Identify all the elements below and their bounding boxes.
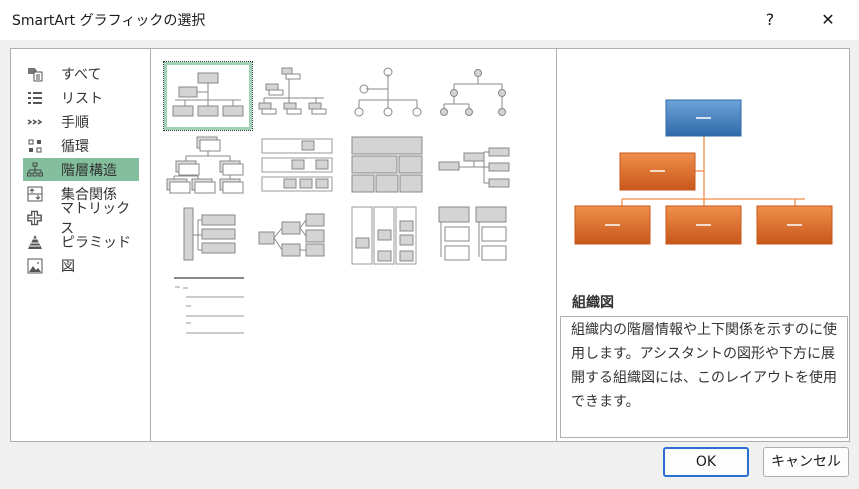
layout-half-circle-org-chart[interactable] bbox=[344, 62, 432, 130]
layout-organization-chart[interactable] bbox=[163, 61, 253, 131]
layout-table-list[interactable] bbox=[164, 272, 252, 340]
hierarchy-list-thumbnail bbox=[438, 206, 507, 261]
layout-title: 組織図 bbox=[572, 295, 614, 311]
preview-image bbox=[574, 99, 833, 245]
category-cycle[interactable]: 循環 bbox=[23, 134, 139, 157]
horizontal-labeled-thumbnail bbox=[351, 206, 417, 265]
layout-horizontal-hierarchy[interactable] bbox=[254, 202, 342, 270]
title-bar: SmartArt グラフィックの選択 ? ✕ bbox=[0, 0, 859, 40]
circle-hierarchy-thumbnail bbox=[440, 69, 506, 116]
all-icon bbox=[28, 67, 43, 81]
table-list-thumbnail bbox=[174, 277, 244, 334]
name-title-thumbnail bbox=[258, 67, 327, 115]
layout-circle-picture-hierarchy[interactable] bbox=[434, 62, 522, 130]
help-button[interactable]: ? bbox=[765, 10, 775, 29]
layout-labeled-hierarchy[interactable] bbox=[254, 132, 342, 200]
process-icon bbox=[27, 118, 43, 125]
labeled-list-thumbnail bbox=[183, 207, 236, 261]
category-picture[interactable]: 図 bbox=[23, 254, 139, 277]
category-process[interactable]: 手順 bbox=[23, 110, 139, 133]
layout-table-hierarchy[interactable] bbox=[344, 132, 432, 200]
relationship-icon bbox=[27, 186, 43, 201]
dialog-body: すべて リスト 手順 循環 階層構造 集合関係 マトリックス ピラミッド 図 組… bbox=[10, 48, 850, 442]
category-relationship[interactable]: 集合関係 bbox=[23, 182, 139, 205]
matrix-icon bbox=[27, 210, 42, 225]
category-matrix[interactable]: マトリックス bbox=[23, 201, 139, 237]
horizontal-hierarchy-thumbnail bbox=[258, 213, 325, 257]
pyramid-icon bbox=[28, 234, 42, 249]
layout-horizontal-org-chart[interactable] bbox=[434, 132, 522, 200]
half-circle-thumbnail bbox=[354, 67, 422, 117]
category-pyramid[interactable]: ピラミッド bbox=[23, 230, 139, 253]
cycle-icon bbox=[28, 139, 42, 152]
layout-labeled-list-hierarchy[interactable] bbox=[164, 202, 252, 270]
dialog-title: SmartArt グラフィックの選択 bbox=[12, 13, 206, 29]
category-list-item[interactable]: リスト bbox=[23, 86, 139, 109]
category-list: すべて リスト 手順 循環 階層構造 集合関係 マトリックス ピラミッド 図 bbox=[11, 49, 151, 441]
labeled-hierarchy-thumbnail bbox=[261, 138, 333, 192]
picture-icon bbox=[27, 258, 43, 273]
category-all[interactable]: すべて bbox=[23, 62, 139, 85]
preview-child-box bbox=[574, 205, 651, 245]
layout-hierarchy[interactable] bbox=[164, 132, 252, 200]
preview-panel: 組織図 組織内の階層情報や上下関係を示すのに使用します。アシスタントの図形や下方… bbox=[558, 49, 850, 441]
list-icon bbox=[28, 91, 42, 104]
cancel-button[interactable]: キャンセル bbox=[763, 447, 849, 477]
close-button[interactable]: ✕ bbox=[821, 10, 835, 29]
category-hierarchy[interactable]: 階層構造 bbox=[23, 158, 139, 181]
org-chart-thumbnail bbox=[172, 72, 244, 117]
layout-horizontal-labeled-hierarchy[interactable] bbox=[344, 202, 432, 270]
layout-description: 組織内の階層情報や上下関係を示すのに使用します。アシスタントの図形や下方に展開す… bbox=[560, 316, 848, 438]
layout-name-title-org-chart[interactable] bbox=[254, 62, 342, 130]
table-hierarchy-thumbnail bbox=[351, 136, 423, 193]
horizontal-org-thumbnail bbox=[438, 147, 510, 188]
layout-hierarchy-list[interactable] bbox=[434, 202, 522, 270]
layout-gallery bbox=[152, 49, 557, 441]
hierarchy-icon bbox=[27, 162, 43, 176]
ok-button[interactable]: OK bbox=[663, 447, 749, 477]
hierarchy-thumbnail bbox=[166, 136, 244, 194]
